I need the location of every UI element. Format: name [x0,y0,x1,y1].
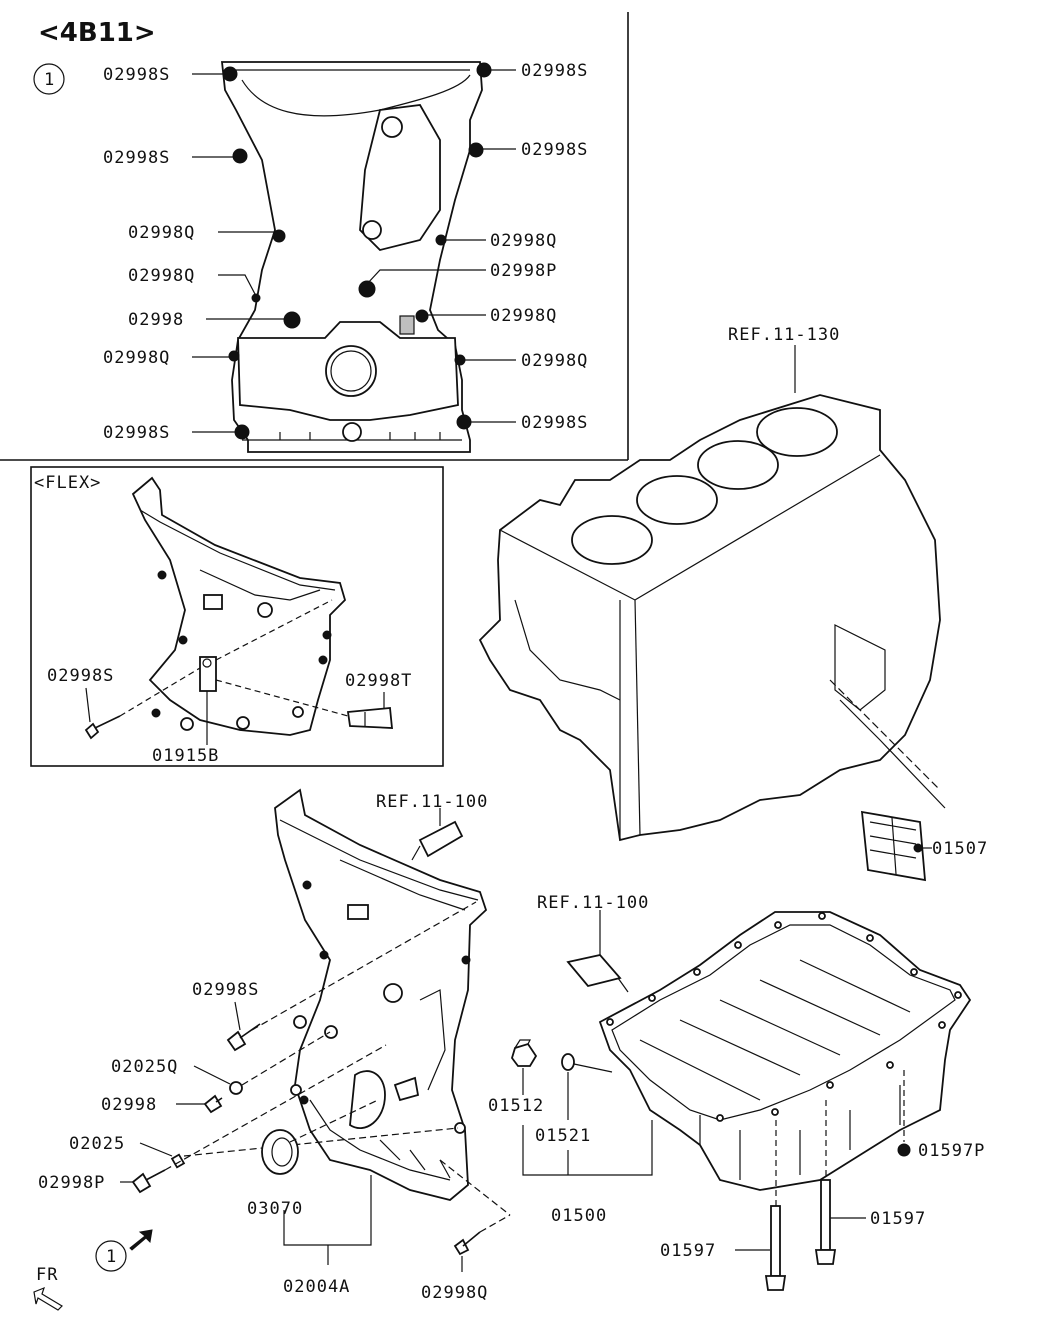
label-bolt-q-right-3: 02998Q [521,351,588,371]
label-pan-bolt-p: 01597P [918,1141,985,1161]
cylinder-block [478,394,946,842]
label-bolt-s-left-2: 02998S [103,148,170,168]
label-washer-q: 02025Q [111,1057,178,1077]
frame-lines [0,12,629,767]
oil-strainer [860,810,932,882]
flex-label: <FLEX> [34,473,101,493]
label-oil-strainer: 01507 [932,839,988,859]
label-bolt-q-left-3: 02998Q [103,348,170,368]
ref-sealant-1: REF.11-100 [376,792,488,812]
callout-marker-top: 1 [33,63,65,95]
label-bolt-s-top-right: 02998S [521,61,588,81]
label-dowel: 02025 [69,1134,125,1154]
callout-number-top: 1 [44,70,55,90]
label-cover-bolt-s: 02998S [192,980,259,1000]
bracket-oil-pan [522,1120,653,1176]
drain-plug [511,1039,538,1095]
label-cover-bolt-q-bottom: 02998Q [421,1283,488,1303]
flex-cover-inset [84,476,393,745]
timing-chain-cover-lower [274,788,488,1201]
callout-number-bottom: 1 [106,1247,117,1267]
label-flex-bolt-s: 02998S [47,666,114,686]
label-bolt-plain-left: 02998 [128,310,184,330]
oil-pan [598,911,972,1191]
engine-code-title: <4B11> [38,18,156,48]
lower-cover-fasteners [120,901,511,1272]
label-pan-bolt-1: 01597 [660,1241,716,1261]
label-bolt-p-right: 02998P [490,261,557,281]
label-drain-plug: 01512 [488,1096,544,1116]
sealant-tube-1 [411,808,464,861]
pan-bolt-long-2 [814,1100,866,1265]
label-bolt-s-left-bottom: 02998S [103,423,170,443]
leader-lines-top [192,69,516,433]
label-bolt-s-top-left: 02998S [103,65,170,85]
label-bolt-q-left-2: 02998Q [128,266,195,286]
drain-gasket [561,1053,613,1120]
label-cover-assembly: 02004A [283,1277,350,1297]
label-cover-bolt-p: 02998P [38,1173,105,1193]
callout-marker-bottom: 1 [95,1229,153,1272]
label-bolt-q-right-2: 02998Q [490,306,557,326]
pan-bolt-p [897,1070,911,1157]
pan-bolt-long-1 [735,1120,787,1291]
label-cover-bolt: 02998 [101,1095,157,1115]
timing-chain-cover-top [220,61,492,453]
label-oil-pan: 01500 [551,1206,607,1226]
label-bolt-q-left-1: 02998Q [128,223,195,243]
label-bolt-s-right-2: 02998S [521,140,588,160]
label-pan-bolt-2: 01597 [870,1209,926,1229]
label-bolt-q-right-1: 02998Q [490,231,557,251]
front-direction-indicator: FR [33,1265,63,1311]
front-label: FR [36,1265,58,1285]
label-flex-plate-t: 02998T [345,671,412,691]
ref-sealant-2: REF.11-100 [537,893,649,913]
label-drain-gasket: 01521 [535,1126,591,1146]
ref-cylinder-block: REF.11-130 [728,325,840,345]
label-bolt-s-right-bottom: 02998S [521,413,588,433]
label-flex-bracket-b: 01915B [152,746,219,766]
label-oil-seal: 03070 [247,1199,303,1219]
sealant-tube-2 [566,910,629,993]
